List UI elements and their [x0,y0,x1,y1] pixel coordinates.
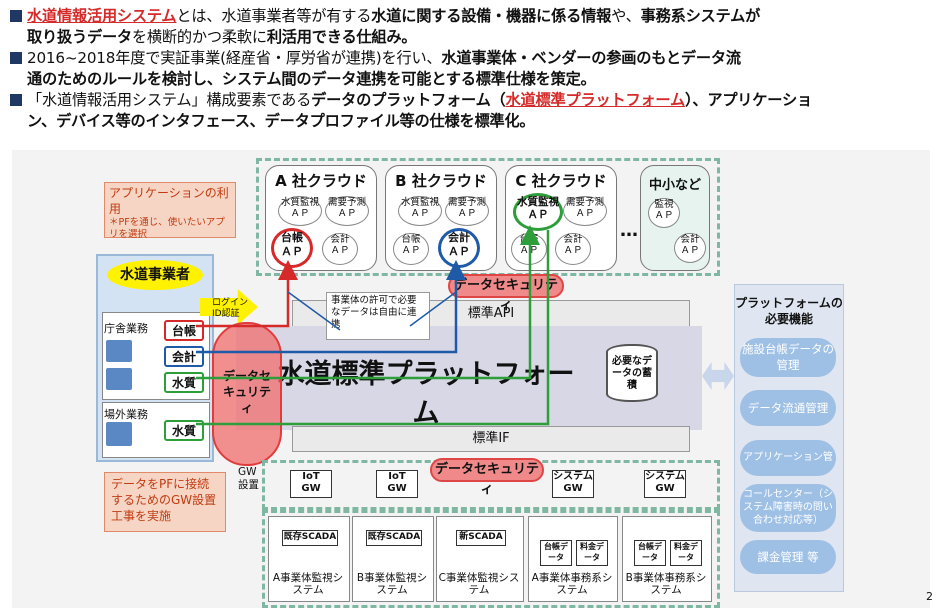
field-quality-line [196,230,550,426]
system-gw: システム GW [552,470,594,498]
accounting-line [196,260,466,354]
iot-gw: IoT GW [290,470,332,498]
security-pill-top: データセキュリティ [448,274,564,313]
system-label: A事業体監視システム [272,572,344,596]
iot-gw: IoT GW [376,470,418,498]
computer-user-icon [106,340,132,362]
tablet-user-icon [106,422,132,446]
system-label: B事業体監視システム [356,572,428,596]
computer-user-icon [106,368,132,390]
bullet-icon [10,94,22,106]
security-pill-bottom: データセキュリティ [430,458,544,497]
pf-function-item: コールセンター（システム障害時の問い合わせ対応等） [740,484,836,532]
scada-box: 既存SCADA [282,530,338,546]
highlight-term: 水道情報活用システム [27,7,177,25]
database-label: 必要なデータの蓄積 [612,356,652,391]
platform-title: 水道標準プラットフォーム [277,359,575,429]
systems-region [262,510,720,608]
page-number: 2 [926,590,933,603]
operator-box: 水道事業者 庁舎業務 台帳 会計 水質 場外業務 水質 [96,254,214,462]
highlight-term: 水道標準プラットフォーム [505,91,686,109]
office-label: 庁舎業務 [104,322,148,335]
pf-function-item: アプリケーション管理 [740,440,836,499]
office-data-box: 料金データ [576,540,608,566]
operator-title: 水道事業者 [107,260,203,290]
permission-note: 事業体の許可で必要なデータは自由に連携 [326,292,430,340]
database-icon [606,344,658,402]
ledger-tag: 台帳 [164,320,204,341]
office-data-box: 料金データ [670,540,702,566]
system-label: A事業体事務系システム [531,572,613,596]
quality-tag: 水質 [164,420,204,441]
bullet-icon [10,52,22,64]
standard-if-bar: 標準IF [292,426,690,452]
app-use-note: アプリケーションの利用 ＊PFを通じ、使いたいアプリを選択 [104,182,236,240]
gw-label: GW設置 [238,466,259,491]
system-label: C事業体監視システム [438,572,520,596]
scada-box: 新SCADA [456,530,506,546]
office-data-box: 台帳データ [540,540,572,566]
quality-tag: 水質 [164,372,204,393]
header-text: 水道情報活用システムとは、水道事業者等が有する水道に関する設備・機器に係る情報や… [10,6,930,132]
security-capsule: データセキュリティ [212,322,282,466]
pf-function-item: データ流通管理 [740,390,836,426]
login-label: ログインID認証 [212,298,249,319]
office-data-box: 台帳データ [634,540,666,566]
quality-line [196,225,540,380]
ellipsis: … [620,220,638,241]
ledger-line [196,260,298,328]
scada-box: 既存SCADA [366,530,422,546]
accounting-tag: 会計 [164,346,204,367]
pf-function-item: 課金管理 等 [740,540,836,574]
pf-function-item: 施設台帳データの管理 [740,338,836,377]
field-label: 場外業務 [104,408,148,421]
system-label: B事業体事務系システム [625,572,707,596]
system-gw: システム GW [644,470,686,498]
gw-note: データをPFに接続するためのGW設置工事を実施 [104,472,226,532]
bullet-icon [10,10,22,22]
